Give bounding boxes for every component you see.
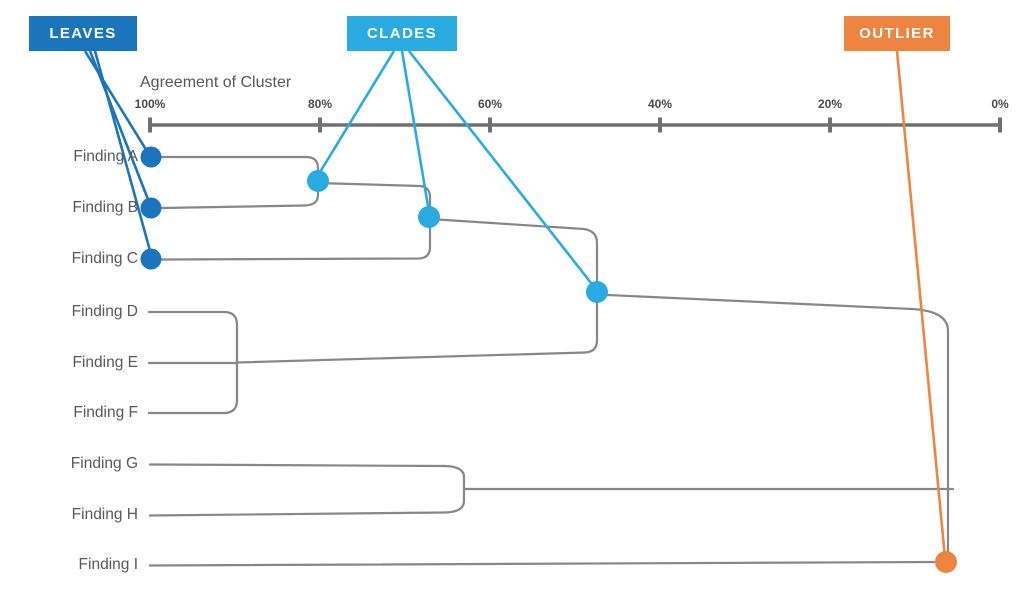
- outlier-dot: [935, 551, 957, 573]
- axis-tick-label-40: 40%: [647, 97, 673, 111]
- branch-abc-def: [235, 217, 599, 364]
- finding-label-b: Finding B: [72, 199, 138, 216]
- finding-label-g: Finding G: [70, 455, 138, 472]
- finding-label-c: Finding C: [71, 250, 138, 267]
- branch-ab-c: [160, 181, 432, 261]
- clades-leader-1: [315, 50, 396, 178]
- outlier-badge: OUTLIER: [844, 16, 950, 51]
- branch-i: [148, 560, 936, 567]
- clade-dot-67: [418, 206, 440, 228]
- finding-label-a: Finding A: [73, 148, 138, 165]
- axis-tick-label-0: 0%: [991, 97, 1009, 111]
- leaves-leader-c: [93, 50, 154, 259]
- axis-tick-label-100: 100%: [134, 97, 166, 111]
- leaves-badge: LEAVES: [29, 16, 137, 51]
- axis-tick-label-80: 80%: [307, 97, 333, 111]
- finding-label-i: Finding I: [78, 556, 138, 573]
- outlier-leader: [895, 50, 947, 559]
- axis-tick-label-60: 60%: [477, 97, 503, 111]
- axis-tick-label-20: 20%: [817, 97, 843, 111]
- clades-badge: CLADES: [347, 16, 457, 51]
- axis-title: Agreement of Cluster: [140, 74, 292, 91]
- finding-label-d: Finding D: [71, 303, 138, 320]
- leaf-dot-c: [140, 248, 162, 270]
- finding-label-e: Finding E: [72, 354, 138, 371]
- leaves-leader-b: [88, 50, 153, 208]
- clade-dot-47: [586, 281, 608, 303]
- finding-label-h: Finding H: [71, 506, 138, 523]
- clades-leader-2: [400, 50, 431, 213]
- leaf-dot-a: [140, 146, 162, 168]
- clade-dot-80: [307, 170, 329, 192]
- leaf-dot-b: [140, 197, 162, 219]
- branch-ab: [159, 155, 320, 210]
- branch-root: [606, 293, 950, 554]
- branch-gh-bracket: [148, 463, 466, 517]
- finding-label-f: Finding F: [73, 404, 138, 421]
- clades-leader-3: [407, 50, 597, 289]
